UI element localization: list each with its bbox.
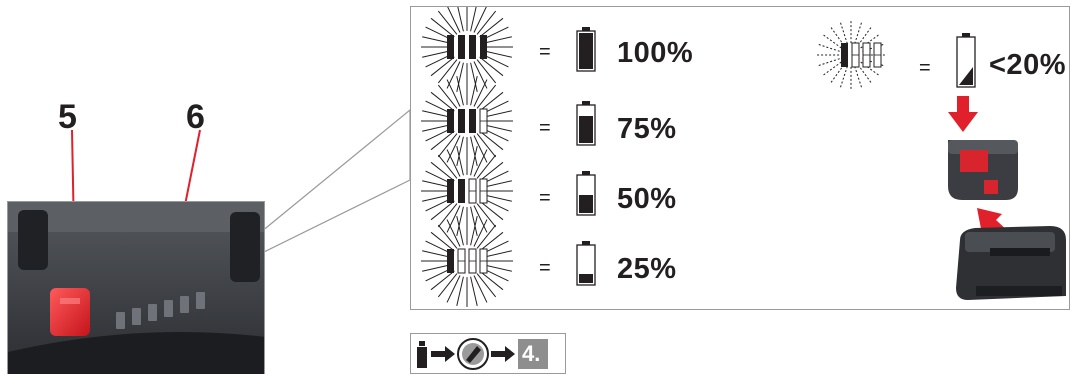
battery-pack-icon [948, 140, 1018, 200]
down-arrow-icon [948, 96, 978, 132]
charger-icon [956, 226, 1066, 300]
